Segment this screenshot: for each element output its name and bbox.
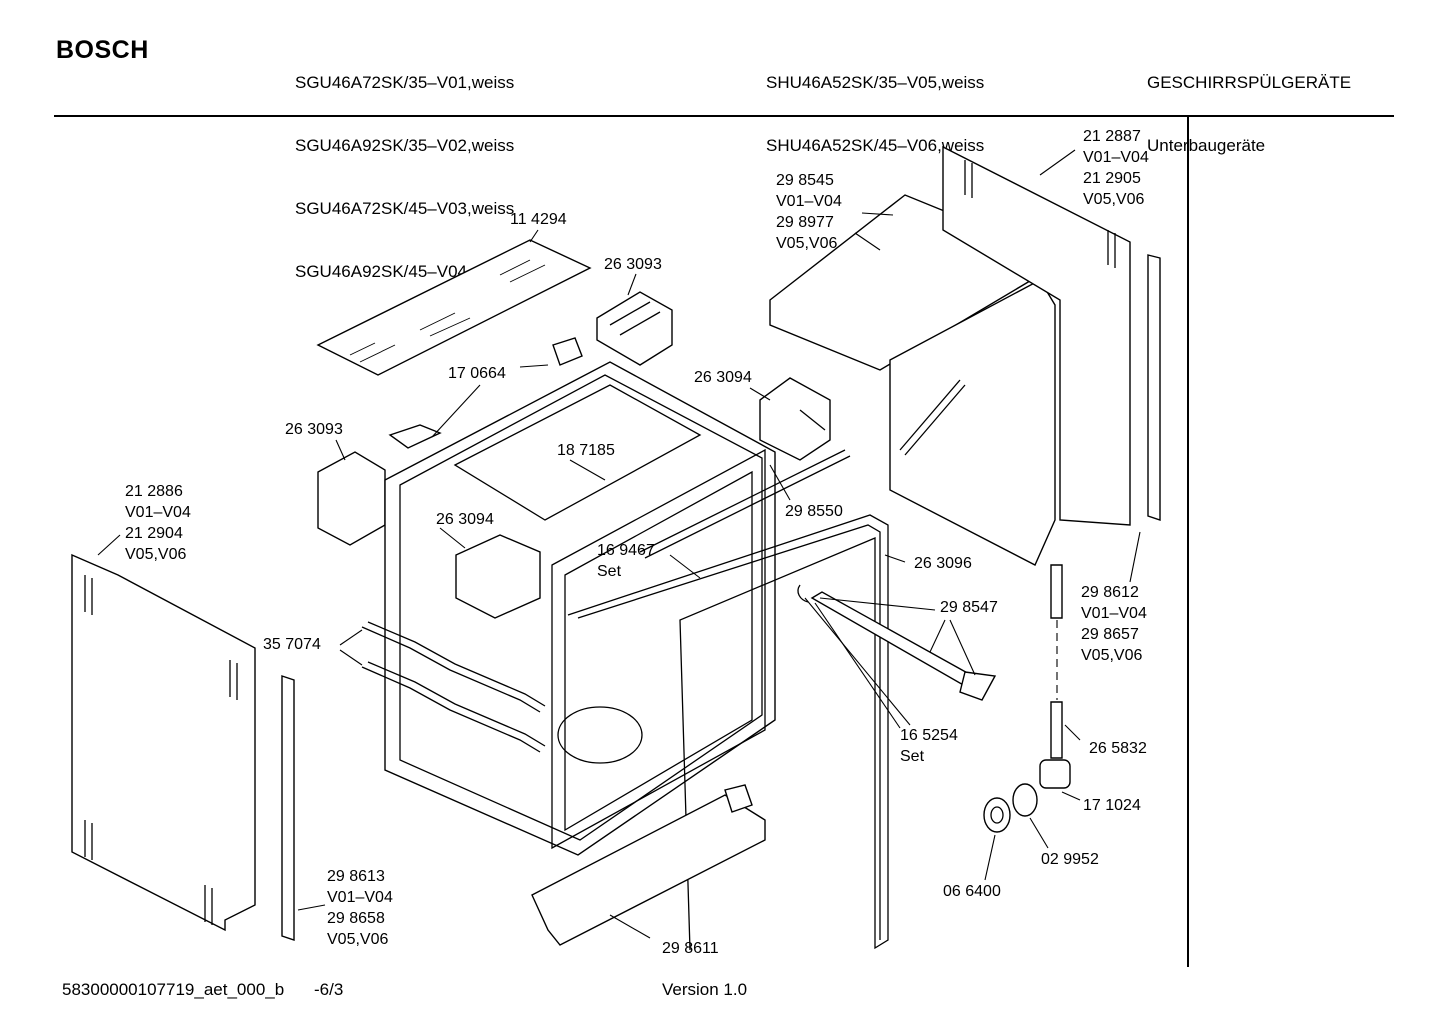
- part-label-26-3093: 26 3093: [285, 421, 343, 438]
- part-label-06-6400: 06 6400: [943, 883, 1001, 900]
- part-label-18-7185: 18 7185: [557, 442, 615, 459]
- part-label-26-3096: 26 3096: [914, 555, 972, 572]
- part-label-29-8550: 29 8550: [785, 503, 843, 520]
- part-label-17-1024: 17 1024: [1083, 797, 1141, 814]
- spray-arm-drawing: [797, 584, 997, 701]
- clip-drawing: [759, 377, 831, 461]
- part-label-26-5832: 26 5832: [1089, 740, 1147, 757]
- model-item: SGU46A72SK/35–V01,weiss: [295, 73, 515, 92]
- part-label-17-0664: 17 0664: [448, 365, 506, 382]
- page-number: -6/3: [314, 980, 344, 999]
- model-item: SGU46A92SK/35–V02,weiss: [295, 136, 515, 155]
- part-label-29-8611: 29 8611: [662, 940, 719, 957]
- part-label-26-3094: 26 3094: [694, 369, 752, 386]
- model-list-left: SGU46A72SK/35–V01,weiss SGU46A92SK/35–V0…: [295, 30, 514, 303]
- model-item: SHU46A52SK/45–V06,weiss: [766, 136, 985, 155]
- model-item: SHU46A52SK/35–V05,weiss: [766, 73, 985, 92]
- part-label-26-3093: 26 3093: [604, 256, 662, 273]
- trim-strip-drawing: [1147, 254, 1161, 521]
- version-label: Version 1.0: [662, 980, 748, 999]
- part-label-11-4294: 11 4294: [510, 211, 567, 228]
- seal-drawing: [567, 514, 889, 951]
- side-panel-drawing: [71, 553, 256, 932]
- brand-logo: BOSCH: [56, 36, 149, 64]
- clip-drawing: [317, 451, 386, 546]
- part-label-02-9952: 02 9952: [1041, 851, 1099, 868]
- insulation-strip-drawing: [316, 239, 592, 376]
- side-panel-drawing: [942, 145, 1131, 526]
- part-label-35-7074: 35 7074: [263, 636, 321, 653]
- vertical-divider: [1187, 117, 1189, 967]
- model-list-right: SHU46A52SK/35–V05,weiss SHU46A52SK/45–V0…: [766, 30, 984, 177]
- category-title: GESCHIRRSPÜLGERÄTE Unterbaugeräte: [1147, 30, 1351, 177]
- category-line: Unterbaugeräte: [1147, 136, 1266, 155]
- part-label-29-8547: 29 8547: [940, 599, 998, 616]
- rail-drawing: [361, 621, 546, 753]
- header-divider: [54, 115, 1394, 117]
- hose-drawing: [983, 564, 1071, 833]
- kick-plate-drawing: [531, 784, 766, 946]
- category-line: GESCHIRRSPÜLGERÄTE: [1147, 73, 1352, 92]
- doc-id: 58300000107719_aet_000_b: [62, 980, 285, 999]
- rail-drawing: [639, 449, 851, 559]
- bracket-drawing: [388, 337, 583, 449]
- clip-drawing: [596, 291, 673, 366]
- leader-lines: [97, 149, 1141, 939]
- model-item: SGU46A72SK/45–V03,weiss: [295, 199, 515, 218]
- tub-drawing: [384, 361, 776, 856]
- part-label-26-3094: 26 3094: [436, 511, 494, 528]
- trim-strip-drawing: [281, 675, 295, 941]
